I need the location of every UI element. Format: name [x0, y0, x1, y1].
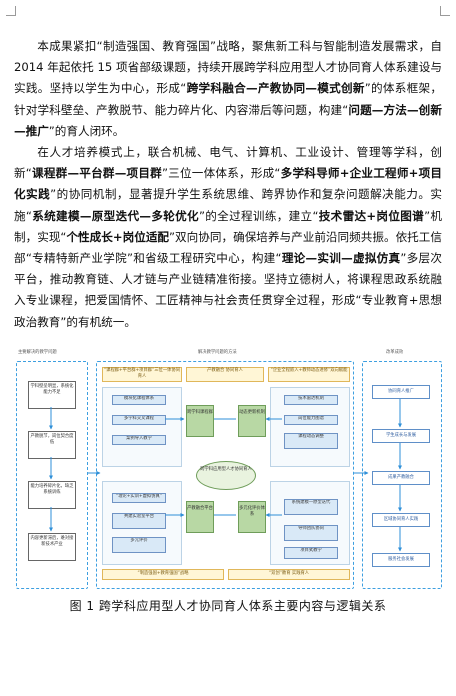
strategy-strip: 产教融合 协同育人	[186, 367, 264, 382]
emphasis-text: 问题—方法—创新—推广	[14, 102, 442, 138]
body-text: ”的全过程训练，建立“	[198, 208, 319, 223]
strategy-strip: “课程群+平台群+项目群”三位一体协同育人	[102, 367, 182, 382]
emphasis-text: 多学科导师+企业工程师+项目化实践	[14, 166, 442, 202]
method-item: 导师团队协同	[284, 525, 338, 541]
page-corner-mark-left	[6, 6, 16, 16]
body-text: ”双向协同，确保培养与产业前沿同频共振。依托工信部“专精特新产业学院”和省级工程…	[14, 229, 442, 266]
core-mechanism-box: 动态更新机制	[238, 405, 266, 437]
figure-header-right: 改革成效	[386, 350, 404, 355]
problem-box: 内容更新滞后，难对接新技术产业	[28, 533, 76, 561]
core-mechanism-box: 产教融合平台	[186, 501, 214, 533]
paragraph-1: 本成果紧扣“制造强国、教育强国”战略，聚焦新工科与智能制造发展需求，自 2014…	[14, 36, 442, 142]
figure-diagram: 主要解决的教学问题 解决教学问题的方法 改革成效 学科壁垒明显，系统化能力不足 …	[16, 349, 442, 591]
body-text: ”的协同机制，显著提升学生系统思维、跨界协作和复杂问题解决能力。实施“	[14, 187, 442, 223]
emphasis-text: 理论—实训—虚拟仿真	[281, 251, 401, 266]
outcome-box: 成果产教融合	[372, 471, 430, 485]
method-item: 课程动态调整	[284, 433, 338, 449]
outcome-box: 区域协同育人实践	[372, 513, 430, 527]
outcome-box: 服务社会发展	[372, 553, 430, 567]
paragraph-2: 在人才培养模式上，联合机械、电气、计算机、工业设计、管理等学科，创新“课程群—平…	[14, 142, 442, 333]
method-item: 岗位能力图谱	[284, 415, 338, 425]
methods-zone	[96, 361, 354, 589]
emphasis-text: 个性成长+岗位适配	[66, 229, 170, 244]
core-mechanism-box: 跨学科课程群	[186, 405, 214, 437]
strategy-strip: “企业全程嵌入+教师动态进修”双向赋能	[268, 367, 350, 382]
method-item: 项目式教学	[284, 547, 338, 559]
method-item: 共建实验室平台	[112, 513, 166, 529]
problem-box: 能力培养碎片化，缺乏系统训练	[28, 481, 76, 509]
body-text: ”的体系框架，针对学科壁垒、产教脱节、能力碎片化、内容滞后等问题，构建“	[14, 81, 442, 117]
body-text: ”机制，实现“	[14, 208, 442, 244]
emphasis-text: 技术雷达+岗位图谱	[318, 208, 425, 223]
emphasis-text: 系统建模—原型迭代—多轮优化	[31, 208, 199, 223]
method-item: 多学科交叉课程	[112, 415, 166, 425]
center-goal: 跨学科应用型人才协同育人	[196, 461, 256, 490]
outcomes-zone	[362, 361, 442, 589]
figure-header-mid: 解决教学问题的方法	[198, 350, 237, 355]
figure-header-left: 主要解决的教学问题	[18, 350, 57, 355]
page-corner-mark-right	[440, 6, 450, 16]
strategy-strip-bottom: “制造强国+教育强国”战略	[102, 569, 224, 580]
figure-connectors	[49, 399, 402, 552]
method-item: 多元评价	[112, 537, 166, 553]
figure-caption: 图 1 跨学科应用型人才协同育人体系主要内容与逻辑关系	[69, 599, 387, 613]
problems-zone	[16, 361, 88, 589]
method-item: 案例导入教学	[112, 435, 166, 445]
outcome-box: 协同育人推广	[372, 385, 430, 399]
method-item: “理论+实训+虚拟仿真”	[112, 493, 166, 503]
body-text: 在人才培养模式上，联合机械、电气、计算机、工业设计、管理等学科，创新“	[14, 145, 442, 181]
method-item: 技术雷达机制	[284, 395, 338, 405]
emphasis-text: 课程群—平台群—项目群	[31, 166, 162, 181]
core-mechanism-box: 多元化评价体系	[238, 501, 266, 533]
outcome-box: 学生成长与发展	[372, 429, 430, 443]
document-body: 本成果紧扣“制造强国、教育强国”战略，聚焦新工科与智能制造发展需求，自 2014…	[14, 36, 442, 333]
problem-box: 学科壁垒明显，系统化能力不足	[28, 381, 76, 409]
body-text: 本成果紧扣“制造强国、教育强国”战略，聚焦新工科与智能制造发展需求，自 2014…	[14, 39, 442, 96]
method-item: 系统建模—原型迭代	[284, 499, 338, 515]
body-text: ”多层次平台，推动教育链、人才链与产业链精准衔接。坚持立德树人，将课程思政系统融…	[14, 251, 442, 329]
emphasis-text: 跨学科融合—产教协同—模式创新	[186, 81, 365, 96]
strategy-strip-bottom: “双创”教育 实践育人	[228, 569, 350, 580]
body-text: ”的育人闭环。	[48, 123, 125, 138]
body-text: ”三位一体体系，形成“	[161, 166, 281, 181]
problem-box: 产教脱节，岗位契合度低	[28, 431, 76, 459]
method-item: 模块化课程体系	[112, 395, 166, 405]
